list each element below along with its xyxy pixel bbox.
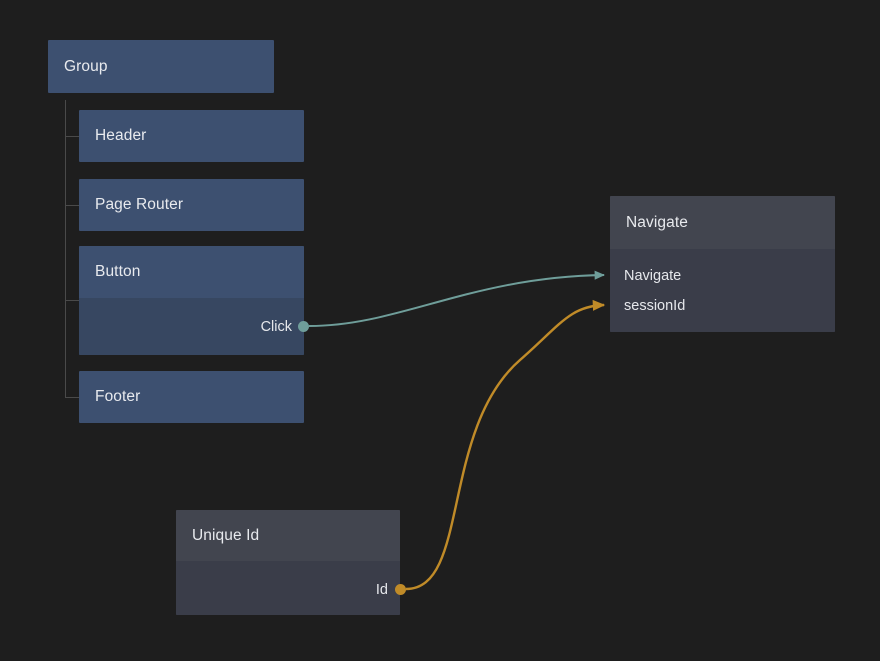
node-group-header: Group [48, 40, 274, 93]
node-navigate-body [610, 249, 835, 332]
node-group[interactable]: Group [48, 40, 274, 93]
port-button-click-dot[interactable] [298, 321, 309, 332]
node-footer[interactable]: Footer [79, 371, 304, 423]
node-navigate-title: Navigate [626, 213, 688, 231]
node-button-body [79, 298, 304, 355]
edge-id-to-sessionid [405, 299, 606, 591]
tree-trunk-line [65, 100, 66, 397]
port-navigate-in-navigate-label: Navigate [624, 267, 682, 284]
node-button[interactable]: Button [79, 246, 304, 355]
node-unique-id[interactable]: Unique Id [176, 510, 400, 615]
node-button-title: Button [95, 263, 141, 280]
node-unique-id-header: Unique Id [176, 510, 400, 561]
node-navigate-header: Navigate [610, 196, 835, 249]
tree-stub-button [65, 300, 79, 301]
node-page-router-title: Page Router [95, 196, 184, 213]
port-button-click[interactable]: Click [79, 318, 292, 335]
node-unique-id-title: Unique Id [192, 526, 260, 544]
port-unique-id-out-dot[interactable] [395, 584, 406, 595]
port-unique-id-out[interactable]: Id [176, 581, 388, 598]
port-navigate-in-navigate[interactable]: Navigate [624, 267, 681, 284]
port-navigate-in-sessionid[interactable]: sessionId [624, 297, 685, 314]
node-footer-title: Footer [95, 388, 141, 405]
node-navigate[interactable]: Navigate [610, 196, 835, 332]
node-group-title: Group [64, 57, 108, 75]
tree-stub-page-router [65, 205, 79, 206]
node-header-header: Header [79, 110, 304, 162]
node-header-title: Header [95, 127, 147, 144]
node-button-header: Button [79, 246, 304, 298]
tree-stub-header [65, 136, 79, 137]
port-navigate-in-sessionid-label: sessionId [624, 297, 686, 314]
port-button-click-label: Click [260, 318, 292, 335]
tree-stub-footer [65, 397, 79, 398]
node-page-router-header: Page Router [79, 179, 304, 231]
port-unique-id-out-label: Id [375, 581, 388, 598]
edge-click-to-navigate [308, 270, 606, 327]
node-page-router[interactable]: Page Router [79, 179, 304, 231]
node-header[interactable]: Header [79, 110, 304, 162]
node-footer-header: Footer [79, 371, 304, 423]
node-unique-id-body [176, 561, 400, 615]
